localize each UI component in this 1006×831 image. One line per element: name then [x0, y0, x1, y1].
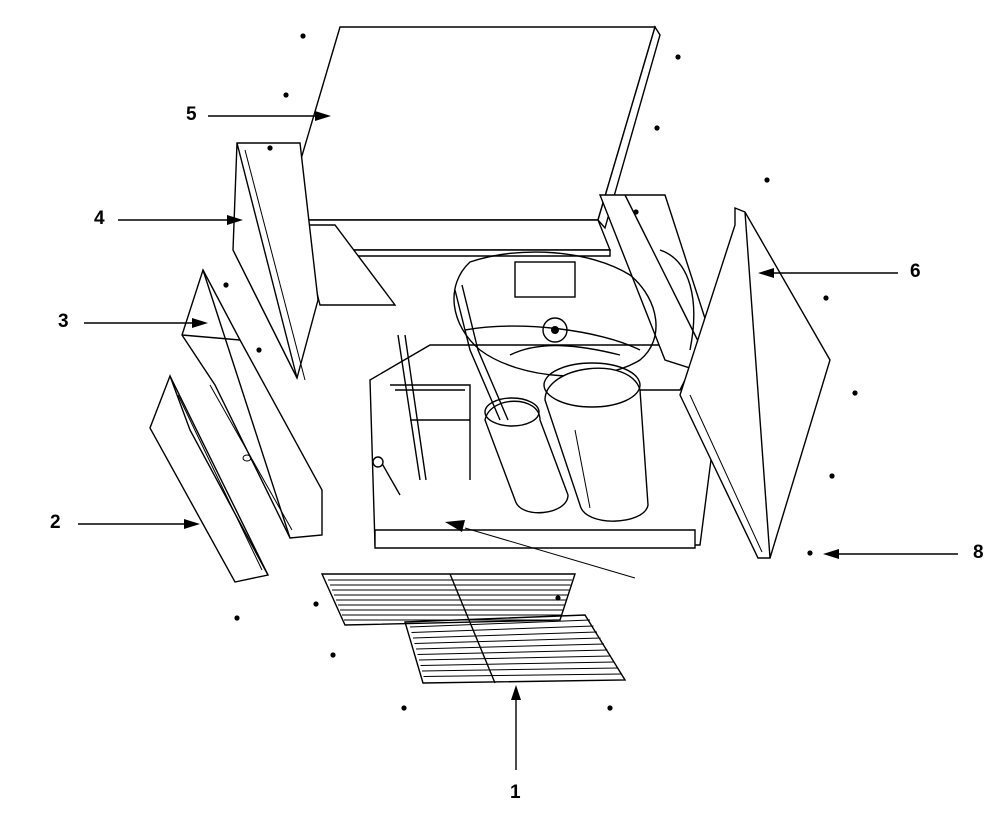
screw-icon [283, 92, 289, 98]
screw-icon [300, 33, 306, 39]
grille-bar [417, 649, 608, 655]
callout-5-label: 5 [186, 104, 197, 125]
front-grille [320, 573, 627, 684]
grille-bar [421, 667, 619, 672]
top-cover-panel [282, 25, 661, 306]
left-side-panel [232, 142, 319, 381]
fan-assembly [453, 251, 657, 377]
screw-icon [852, 390, 858, 396]
callout-2: 2 [50, 512, 200, 533]
screw-icon [633, 209, 639, 215]
callout-8-label: 8 [973, 542, 984, 563]
grille-bar [414, 637, 601, 644]
callout-5: 5 [186, 104, 331, 125]
callout-6: 6 [758, 261, 921, 282]
front-channel-panel [149, 374, 270, 583]
callout-4-label: 4 [94, 208, 105, 229]
grille-bar [412, 631, 598, 639]
screw-icon [764, 177, 770, 183]
grille-bar [411, 625, 594, 633]
callout-3-label: 3 [58, 311, 69, 332]
callout-6-label: 6 [910, 261, 921, 282]
screw-icon [313, 601, 319, 607]
screw-icon [330, 652, 336, 658]
refrigerant-tubing [372, 249, 695, 496]
callout-2-label: 2 [50, 512, 61, 533]
screw-icon [234, 615, 240, 621]
screw-icon [607, 705, 613, 711]
callout-1-label: 1 [510, 782, 521, 803]
screw-icon [823, 295, 829, 301]
grille-bar [415, 643, 605, 650]
screw-icon [223, 282, 229, 288]
callout-8: 8 [823, 542, 984, 563]
callout-3: 3 [58, 311, 208, 332]
grille-bar [423, 673, 622, 677]
screw-icon [654, 125, 660, 131]
screw-icon [807, 550, 813, 556]
base-leader-line [464, 527, 636, 579]
grille-bar [409, 619, 591, 628]
inner-channel-panel [181, 268, 323, 539]
screw-icon [256, 347, 262, 353]
grille-bar [420, 661, 615, 666]
screw-icon [675, 54, 681, 60]
screw-icon [401, 705, 407, 711]
base-leader-arrow [445, 520, 465, 532]
screw-icon [267, 145, 273, 151]
screw-icon [555, 595, 561, 601]
screw-fasteners [223, 33, 858, 711]
callout-4: 4 [94, 208, 243, 229]
screw-icon [829, 473, 835, 479]
right-side-panel [679, 206, 831, 559]
callout-1: 1 [510, 685, 521, 803]
grille-bar [418, 655, 612, 661]
